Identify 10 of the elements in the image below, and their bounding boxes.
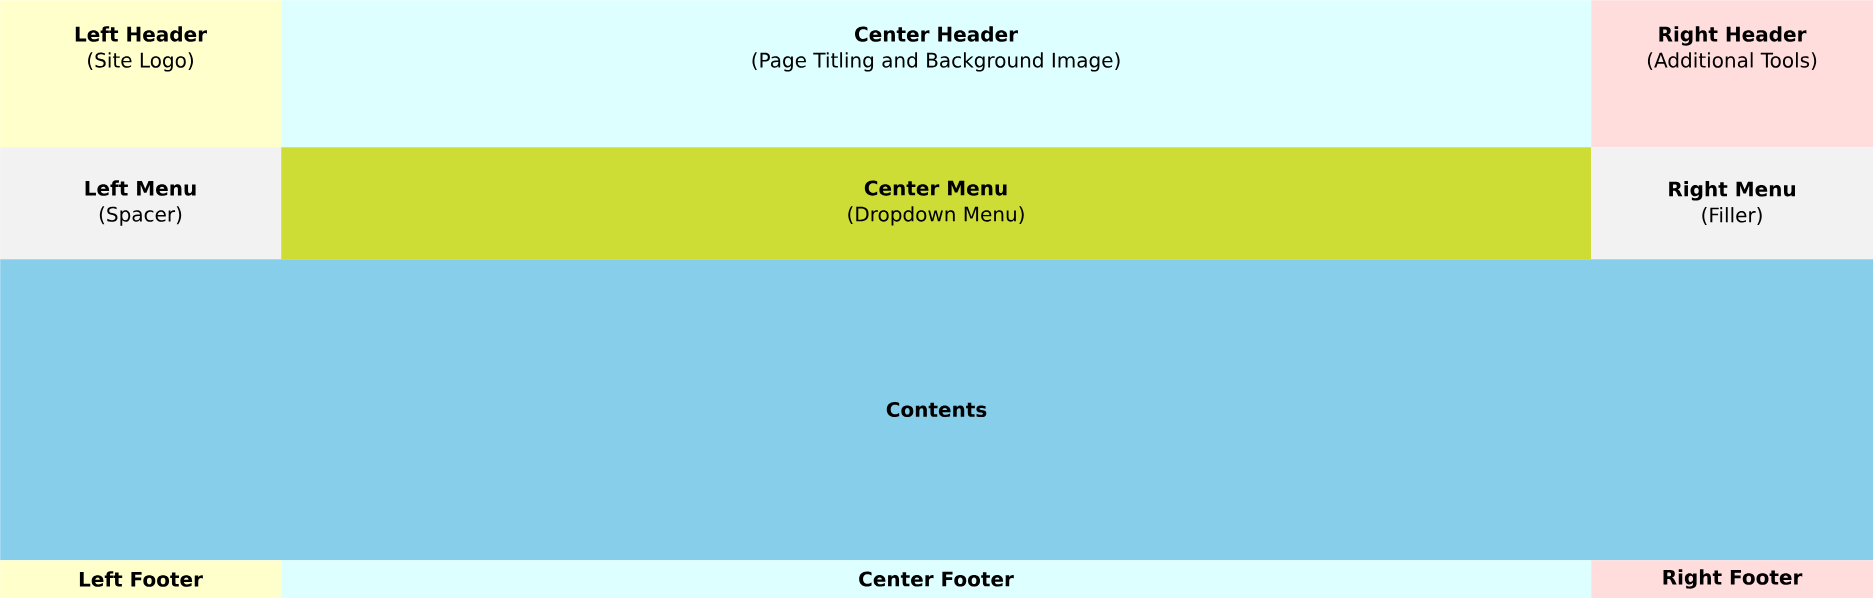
footer-cell: Left Footer: [0, 560, 282, 598]
menu-cell: Right Menu (Filler): [1591, 147, 1873, 260]
footer-cell: Right Footer: [1591, 560, 1873, 598]
header-cell: Center Header (Page Titling and Background Image): [281, 0, 1592, 148]
footer-cell: Center Footer: [281, 560, 1592, 598]
header-cell: Right Header (Additional Tools): [1591, 0, 1873, 148]
menu-cell: Center Menu (Dropdown Menu): [281, 147, 1592, 260]
contents-area: Contents: [0, 259, 1873, 561]
menu-cell: Left Menu (Spacer): [0, 147, 282, 260]
header-cell: Left Header (Site Logo): [0, 0, 282, 148]
